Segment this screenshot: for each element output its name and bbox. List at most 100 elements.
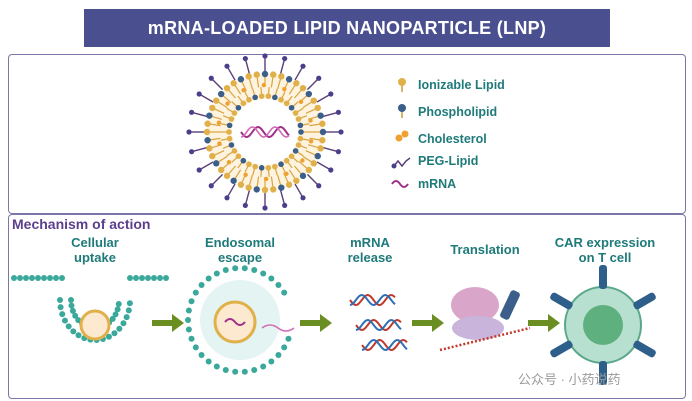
lipid-head	[237, 76, 245, 83]
lipid-head	[270, 186, 277, 193]
arrow-3	[412, 314, 444, 332]
lnp-small	[79, 309, 111, 341]
legend-peg-lipid: PEG-Lipid	[418, 154, 479, 168]
peg-chain	[244, 58, 251, 75]
lipid-head	[295, 142, 302, 148]
peg-head	[300, 195, 306, 201]
lipid-head	[231, 110, 238, 116]
peg-chain	[294, 65, 304, 81]
membrane-bead	[188, 335, 195, 342]
cholesterol-dot	[308, 118, 313, 123]
lipid-head	[246, 161, 252, 168]
lipid-head	[209, 152, 216, 160]
membrane-bead	[123, 314, 130, 321]
peg-lipid-icon	[393, 157, 411, 168]
peg-head	[328, 91, 334, 97]
lipid-head	[252, 163, 258, 170]
lipid-head	[240, 100, 247, 107]
lipid-head	[217, 166, 225, 174]
peg-chain	[226, 65, 236, 81]
lipid-head	[310, 97, 317, 104]
membrane-bead	[65, 323, 72, 330]
lipid-head	[314, 104, 321, 112]
ionizable-lipid-icon	[398, 78, 406, 86]
lipid-head	[213, 97, 220, 104]
membrane-bead	[281, 344, 288, 351]
peg-head	[242, 55, 248, 62]
lipid-head	[217, 90, 225, 98]
mrna-template	[439, 326, 531, 352]
lipid-head	[203, 128, 211, 136]
lipid-head	[293, 80, 300, 87]
membrane-bead	[139, 275, 145, 281]
peg-chain	[191, 111, 208, 118]
car-receptor	[633, 292, 656, 310]
lipid-head	[261, 186, 269, 194]
lipid-head	[206, 145, 213, 152]
peg-head	[242, 202, 248, 209]
membrane-bead	[198, 352, 205, 359]
membrane-bead	[70, 328, 77, 335]
membrane-bead	[251, 266, 258, 273]
membrane-bead	[232, 368, 239, 375]
membrane-bead	[268, 275, 275, 282]
title-banner: mRNA-LOADED LIPID NANOPARTICLE (LNP)	[84, 9, 610, 47]
uptake-illustration	[11, 275, 169, 343]
peg-head	[282, 202, 288, 209]
lipid-head	[293, 177, 300, 184]
membrane-bead	[213, 363, 220, 370]
mrna-strand	[361, 338, 408, 351]
membrane-bead	[53, 275, 59, 281]
membrane-bead	[232, 265, 239, 272]
peg-chain	[198, 93, 214, 103]
lnp-particle	[186, 53, 344, 211]
membrane-bead	[23, 275, 29, 281]
cholesterol-dot	[298, 99, 304, 105]
legend-phospholipid: Phospholipid	[418, 105, 498, 119]
cholesterol-icon	[401, 130, 409, 138]
lipid-head	[278, 73, 285, 80]
membrane-bead	[213, 270, 220, 277]
phospholipid-icon	[398, 104, 406, 112]
membrane-bead	[59, 275, 65, 281]
cholesterol-icon	[395, 134, 403, 142]
membrane-bead	[241, 265, 248, 272]
membrane-bead	[111, 330, 118, 337]
translation-illustration	[439, 287, 531, 352]
peg-chain	[306, 77, 320, 91]
cholesterol-dot	[226, 159, 232, 165]
mrna-strand	[224, 318, 246, 326]
membrane-bead	[285, 335, 292, 342]
peg-chain	[322, 111, 339, 118]
peg-head	[186, 129, 192, 135]
membrane-bead	[115, 300, 122, 307]
membrane-bead	[47, 275, 53, 281]
peg-head	[328, 167, 334, 173]
lipid-head	[265, 165, 272, 171]
membrane-bead	[112, 311, 119, 318]
membrane-bead	[105, 333, 112, 340]
peg-head	[196, 91, 202, 97]
lipid-head	[319, 137, 326, 144]
peg-chain	[210, 77, 224, 91]
lipid-head	[245, 73, 252, 80]
membrane-bead	[198, 281, 205, 288]
lipid-head	[230, 177, 237, 184]
membrane-bead	[222, 367, 229, 374]
cholesterol-dot	[217, 141, 222, 146]
lipid-head	[317, 145, 324, 152]
membrane-bead	[185, 307, 192, 314]
step-translation: Translation	[450, 242, 520, 257]
lipid-head	[288, 104, 295, 111]
peg-head	[224, 195, 230, 201]
membrane-bead	[205, 358, 212, 365]
lipid-head	[272, 163, 278, 170]
mrna-strand	[261, 324, 295, 332]
lipid-head	[252, 94, 258, 101]
membrane-bead	[68, 302, 75, 309]
peg-chain	[306, 173, 320, 187]
cholesterol-dot	[261, 82, 267, 88]
lipid-head	[297, 135, 304, 142]
